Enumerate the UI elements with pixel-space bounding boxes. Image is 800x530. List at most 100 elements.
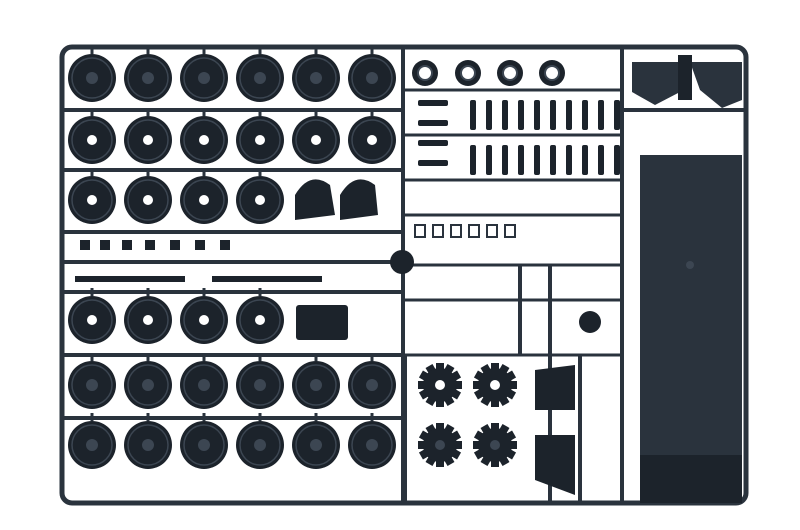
mudguard: [295, 179, 335, 220]
sprue-frame: [59, 44, 749, 506]
wheel-rim: [351, 119, 393, 161]
sprocket-tooth: [473, 381, 481, 389]
wheel-hole: [367, 135, 377, 145]
sprocket-tooth: [418, 441, 426, 449]
small-part: [195, 240, 205, 250]
wheel-hub: [254, 72, 266, 84]
wheel-hub: [86, 379, 98, 391]
wheel-hole: [199, 135, 209, 145]
wheel-rim: [183, 119, 225, 161]
sprocket-tooth: [454, 441, 462, 449]
wheel-rim: [295, 119, 337, 161]
sprocket-hub: [435, 380, 445, 390]
small-part: [145, 240, 155, 250]
sprocket-hub: [490, 380, 500, 390]
small-part: [100, 240, 110, 250]
hull-detail: [686, 261, 694, 269]
wheel-rim: [295, 424, 337, 466]
sprocket: [418, 423, 462, 467]
track-link: [418, 120, 448, 126]
wheel-rim: [183, 299, 225, 341]
wheel-rim: [127, 119, 169, 161]
track-link: [502, 145, 508, 175]
wheel-rim: [239, 119, 281, 161]
wheel-rim: [239, 299, 281, 341]
small-part: [432, 224, 444, 238]
wheel-rim: [239, 424, 281, 466]
wheel-hole: [87, 315, 97, 325]
ring-hole: [544, 65, 560, 81]
sprocket: [418, 363, 462, 407]
track-link: [534, 100, 540, 130]
mudguard: [340, 179, 378, 220]
ring-hole: [460, 65, 476, 81]
wheel-hole: [143, 315, 153, 325]
bracket-right: [690, 62, 742, 108]
wheel-rim: [183, 364, 225, 406]
round-part: [579, 311, 601, 333]
track-link: [550, 145, 556, 175]
wheel-hole: [87, 135, 97, 145]
wheel-rim: [71, 424, 113, 466]
bar-part: [75, 276, 185, 282]
wheel-rim: [295, 57, 337, 99]
wheel-hub: [142, 439, 154, 451]
wheel-hub: [198, 379, 210, 391]
track-link: [470, 100, 476, 130]
wheel-hole: [143, 195, 153, 205]
track-link: [550, 100, 556, 130]
sprocket-tooth: [509, 381, 517, 389]
wheel-rim: [127, 179, 169, 221]
bracket-left: [632, 62, 680, 105]
wheel-rim: [183, 57, 225, 99]
sprocket-hub: [490, 440, 500, 450]
small-part: [170, 240, 180, 250]
track-link: [598, 100, 604, 130]
wheel-hub: [86, 439, 98, 451]
wheel-rim: [127, 364, 169, 406]
wheel-hub: [366, 72, 378, 84]
hull-plate-end: [640, 455, 742, 503]
wheel-rim: [239, 57, 281, 99]
track-link: [566, 145, 572, 175]
wheel-rim: [351, 57, 393, 99]
small-part: [220, 240, 230, 250]
wheel-rim: [127, 57, 169, 99]
wheel-rim: [71, 364, 113, 406]
wheel-hub: [142, 72, 154, 84]
small-part: [122, 240, 132, 250]
sprocket: [473, 423, 517, 467]
wedge-part: [535, 435, 575, 495]
bar-part: [212, 276, 322, 282]
wheel-hole: [143, 135, 153, 145]
track-link: [518, 145, 524, 175]
track-link: [418, 160, 448, 166]
sprocket-hub: [435, 440, 445, 450]
track-link: [614, 100, 620, 130]
wheel-rim: [239, 364, 281, 406]
wheel-rim: [351, 364, 393, 406]
wheel-hub: [310, 72, 322, 84]
wheel-rim: [183, 424, 225, 466]
wheel-hub: [254, 439, 266, 451]
track-link: [582, 145, 588, 175]
ring-hole: [417, 65, 433, 81]
track-link: [566, 100, 572, 130]
hull-plate: [640, 155, 742, 455]
track-link: [418, 140, 448, 146]
track-link: [486, 145, 492, 175]
junction-hub: [390, 250, 414, 274]
small-part: [504, 224, 516, 238]
track-link: [470, 145, 476, 175]
wheel-rim: [351, 424, 393, 466]
bracket-post: [678, 55, 692, 100]
wheel-hub: [366, 439, 378, 451]
wheel-hub: [198, 439, 210, 451]
wheel-hole: [255, 315, 265, 325]
wheel-rim: [127, 299, 169, 341]
wedge-part: [535, 365, 575, 410]
wheel-hole: [87, 195, 97, 205]
wheel-rim: [127, 424, 169, 466]
wheel-hub: [142, 379, 154, 391]
small-part: [486, 224, 498, 238]
